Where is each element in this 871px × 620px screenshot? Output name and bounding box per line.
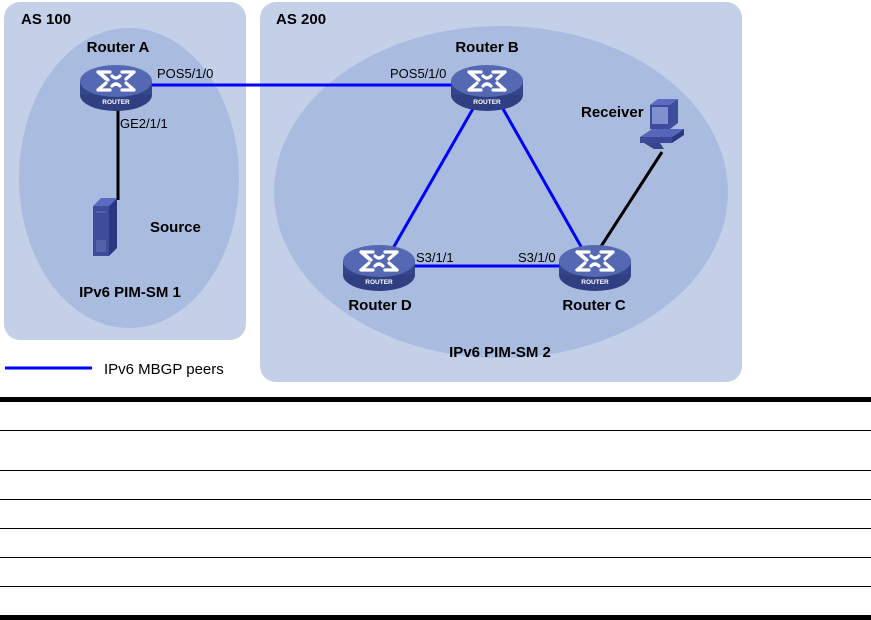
- source-label: Source: [150, 219, 201, 236]
- source-server-icon[interactable]: [93, 198, 117, 256]
- table-row-divider: [0, 430, 871, 431]
- port-label-c-s: S3/1/0: [518, 250, 556, 265]
- table-row-divider: [0, 528, 871, 529]
- router-icon: [78, 63, 154, 113]
- router-a[interactable]: [78, 63, 154, 113]
- router-b[interactable]: [449, 63, 525, 113]
- legend-label: IPv6 MBGP peers: [104, 361, 224, 378]
- port-label-d-s: S3/1/1: [416, 250, 454, 265]
- link-c-receiver: [598, 151, 664, 249]
- pim-domain-2-label: IPv6 PIM-SM 2: [449, 344, 551, 361]
- network-diagram: ROUTER AS 100 AS 200 Router A Router B R…: [4, 2, 742, 382]
- port-label-b-pos: POS5/1/0: [390, 66, 446, 81]
- router-c[interactable]: [557, 243, 633, 293]
- port-label-a-ge: GE2/1/1: [120, 116, 168, 131]
- table-row-divider: [0, 557, 871, 558]
- pim-domain-1: [19, 28, 239, 328]
- router-icon: [449, 63, 525, 113]
- table-row-divider: [0, 586, 871, 587]
- receiver-pc-icon[interactable]: [640, 99, 684, 149]
- router-icon: [557, 243, 633, 293]
- router-icon: [341, 243, 417, 293]
- router-b-label: Router B: [455, 39, 519, 56]
- router-a-label: Router A: [87, 39, 150, 56]
- port-label-a-pos: POS5/1/0: [157, 66, 213, 81]
- table-row-divider: [0, 499, 871, 500]
- table-top-border: [0, 397, 871, 402]
- table-bottom-border: [0, 615, 871, 620]
- receiver-label: Receiver: [581, 104, 644, 121]
- pim-domain-1-label: IPv6 PIM-SM 1: [79, 284, 181, 301]
- link-b-c: [496, 99, 585, 251]
- router-c-label: Router C: [562, 297, 626, 314]
- table-row-divider: [0, 470, 871, 471]
- router-d[interactable]: [341, 243, 417, 293]
- router-d-label: Router D: [348, 297, 412, 314]
- as100-label: AS 100: [21, 11, 71, 28]
- link-b-d: [390, 99, 480, 251]
- as200-label: AS 200: [276, 11, 326, 28]
